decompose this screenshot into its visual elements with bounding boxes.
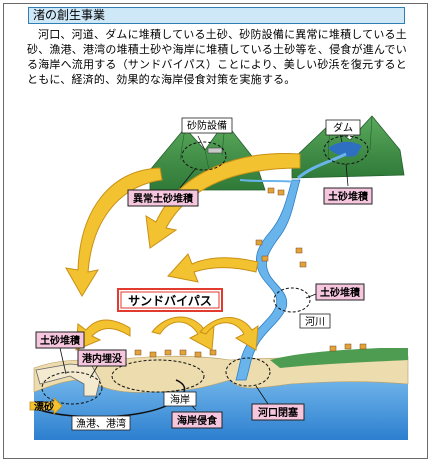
zone-river	[273, 287, 311, 313]
drift-arrow	[29, 397, 63, 415]
label-dam-sediment: 土砂堆積	[323, 187, 373, 205]
arrow-bypass-right	[199, 317, 259, 351]
label-sand-bypass: サンドバイパス	[117, 288, 223, 312]
figure-description: 河口、河道、ダムに堆積している土砂、砂防設備に異常に堆積している土砂、漁港、港湾…	[27, 28, 407, 86]
svg-text:土砂堆積: 土砂堆積	[320, 286, 361, 299]
zone-harbor	[41, 371, 103, 405]
label-abnormal-sediment: 異常土砂堆積	[127, 189, 199, 207]
svg-text:サンドバイパス: サンドバイパス	[128, 294, 212, 308]
figure-title: 渚の創生事業	[28, 7, 405, 24]
zone-river-mouth	[225, 357, 271, 387]
svg-text:土砂堆積: 土砂堆積	[40, 334, 81, 347]
label-river: 河川	[299, 313, 331, 329]
svg-text:砂防設備: 砂防設備	[187, 119, 227, 132]
arrow-river-to-bypass	[167, 253, 259, 283]
stream-from-dam	[297, 152, 347, 180]
zone-dam	[323, 135, 369, 165]
label-coastal-erosion: 海岸侵食	[171, 411, 223, 429]
coastal-vegetation	[270, 348, 408, 368]
zone-coast	[111, 359, 205, 393]
label-dam: ダム	[325, 119, 361, 136]
dam-reservoir	[328, 141, 362, 157]
drift-current-loop	[39, 379, 186, 418]
village-houses	[119, 187, 367, 358]
sabo-dam-structure	[207, 147, 223, 154]
arrow-sabo-to-coast	[65, 167, 163, 297]
svg-text:ダム: ダム	[333, 121, 353, 134]
label-sabo: 砂防設備	[181, 117, 233, 134]
stream-from-sabo	[239, 179, 297, 183]
label-river-mouth-closure: 河口閉塞	[251, 403, 305, 421]
svg-text:土砂堆積: 土砂堆積	[328, 190, 369, 203]
transfer-arrows	[65, 153, 301, 351]
river	[235, 179, 301, 381]
svg-text:漂砂: 漂砂	[33, 400, 54, 413]
svg-text:海岸: 海岸	[170, 393, 190, 406]
label-fishing-port: 漁港、港湾	[71, 415, 131, 431]
svg-text:港内埋没: 港内埋没	[82, 352, 123, 365]
arrow-bypass-left	[75, 319, 131, 351]
dashed-sediment-zones	[41, 135, 369, 405]
label-coast: 海岸	[163, 391, 197, 407]
label-harbor-burial: 港内埋没	[77, 349, 127, 367]
label-river-sediment: 土砂堆積	[315, 283, 365, 301]
label-drift-sand: 漂砂	[33, 400, 54, 413]
svg-text:海岸侵食: 海岸侵食	[177, 414, 218, 427]
svg-text:漁港、港湾: 漁港、港湾	[76, 417, 126, 430]
svg-text:異常土砂堆積: 異常土砂堆積	[133, 192, 194, 205]
zone-sabo	[181, 141, 227, 171]
svg-text:河口閉塞: 河口閉塞	[258, 406, 299, 419]
svg-text:河川: 河川	[305, 316, 325, 328]
label-port-sediment: 土砂堆積	[35, 331, 85, 349]
